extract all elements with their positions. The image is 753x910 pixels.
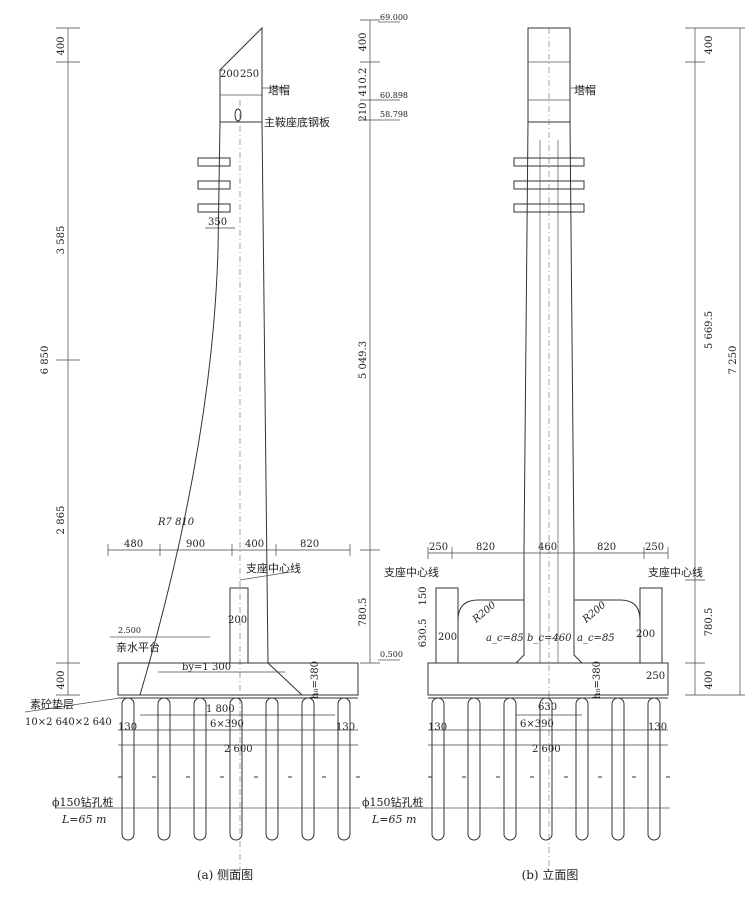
dim-r-6x390: 6×390: [520, 719, 554, 730]
dim-200: 200: [220, 69, 239, 80]
dim-r-150: 150: [418, 586, 429, 605]
dim-820: 820: [300, 539, 319, 550]
label-r-pile-length: L=65 m: [371, 813, 416, 826]
elev-2500: 2.500: [118, 626, 141, 635]
cap-r-height: h₀=380: [592, 661, 603, 699]
label-ac-right: a_c=85: [577, 633, 615, 644]
dim-v-400-top: 400: [56, 36, 67, 55]
cap-r-630: 630: [538, 702, 557, 713]
dim-6x390: 6×390: [210, 719, 244, 730]
elev-0500: 0.500: [380, 650, 403, 659]
dim-rr-5669: 5 669.5: [704, 311, 715, 349]
dim-r-210: 210: [358, 102, 369, 121]
label-r-tower-cap: 塔帽: [574, 84, 596, 97]
elev-60898: 60.898: [380, 91, 408, 100]
cap-r-250: 250: [646, 671, 665, 682]
label-waterfront: 亲水平台: [116, 640, 160, 654]
dim-1800: 1 800: [206, 704, 235, 715]
dim-pedestal-200: 200: [228, 615, 247, 626]
dim-rr-400-top: 400: [704, 35, 715, 54]
cap-width: by=1 300: [182, 662, 231, 673]
label-ac-left: a_c=85: [486, 633, 524, 644]
elev-69000: 69.000: [380, 13, 408, 22]
dim-t-460: 460: [538, 542, 557, 553]
label-bc: b_c=460: [527, 633, 572, 644]
label-tower-cap: 塔帽: [268, 84, 290, 97]
dim-2600: 2 600: [224, 744, 253, 755]
dim-v-2865: 2 865: [56, 506, 67, 535]
right-piles: [428, 697, 670, 841]
radius-r-right: R200: [580, 599, 609, 626]
label-cushion: 素砼垫层: [30, 697, 74, 711]
caption-left: (a) 侧面图: [197, 868, 253, 882]
dim-rr-400-bottom: 400: [704, 670, 715, 689]
dim-350: 350: [208, 217, 227, 228]
dim-r-630: 630.5: [418, 619, 429, 648]
dim-r-130-left: 130: [428, 722, 447, 733]
dim-250: 250: [240, 69, 259, 80]
left-view: 400 3 585 2 865 6 850 400 200 250 塔帽 主鞍座…: [24, 26, 360, 882]
dim-r-410: 410.2: [358, 68, 369, 97]
dim-r-2600: 2 600: [532, 744, 561, 755]
ped-r-left: 200: [438, 632, 457, 643]
dim-v-3585: 3 585: [56, 226, 67, 255]
right-view: 400 410.2 210 5 049.3 780.5 630.5 150 69…: [358, 13, 745, 882]
dim-t-250-right: 250: [645, 542, 664, 553]
label-bearing-line: 支座中心线: [246, 561, 301, 575]
dim-rr-780: 780.5: [704, 608, 715, 637]
dim-t-250-left: 250: [429, 542, 448, 553]
dim-v-6850: 6 850: [40, 346, 51, 375]
dim-900: 900: [186, 539, 205, 550]
label-pile-type: ϕ150钻孔桩: [52, 795, 114, 809]
label-r-bearing-left: 支座中心线: [384, 565, 439, 579]
label-r-bearing-right: 支座中心线: [648, 565, 703, 579]
label-radius: R7 810: [157, 517, 195, 528]
dim-r-5049: 5 049.3: [358, 341, 369, 379]
label-cushion-size: 10×2 640×2 640: [25, 717, 112, 728]
ped-r-right: 200: [636, 629, 655, 640]
dim-480: 480: [124, 539, 143, 550]
dim-r-130-right: 130: [648, 722, 667, 733]
label-r-pile-type: ϕ150钻孔桩: [362, 795, 424, 809]
dim-t-820-left: 820: [476, 542, 495, 553]
radius-r-left: R200: [470, 599, 499, 626]
label-pile-length: L=65 m: [61, 813, 106, 826]
dim-rr-7250: 7 250: [728, 346, 739, 375]
dim-130-right: 130: [336, 722, 355, 733]
cap-height: h₀=380: [310, 661, 321, 699]
caption-right: (b) 立面图: [522, 867, 579, 882]
label-saddle-plate: 主鞍座底钢板: [264, 115, 330, 129]
dim-t-820-right: 820: [597, 542, 616, 553]
dim-130-left: 130: [118, 722, 137, 733]
dim-v-400-bottom: 400: [56, 670, 67, 689]
dim-400-mid: 400: [245, 539, 264, 550]
dim-r-780: 780.5: [358, 598, 369, 627]
elev-58798: 58.798: [380, 110, 408, 119]
dim-r-400: 400: [358, 32, 369, 51]
left-piles: [118, 697, 360, 841]
